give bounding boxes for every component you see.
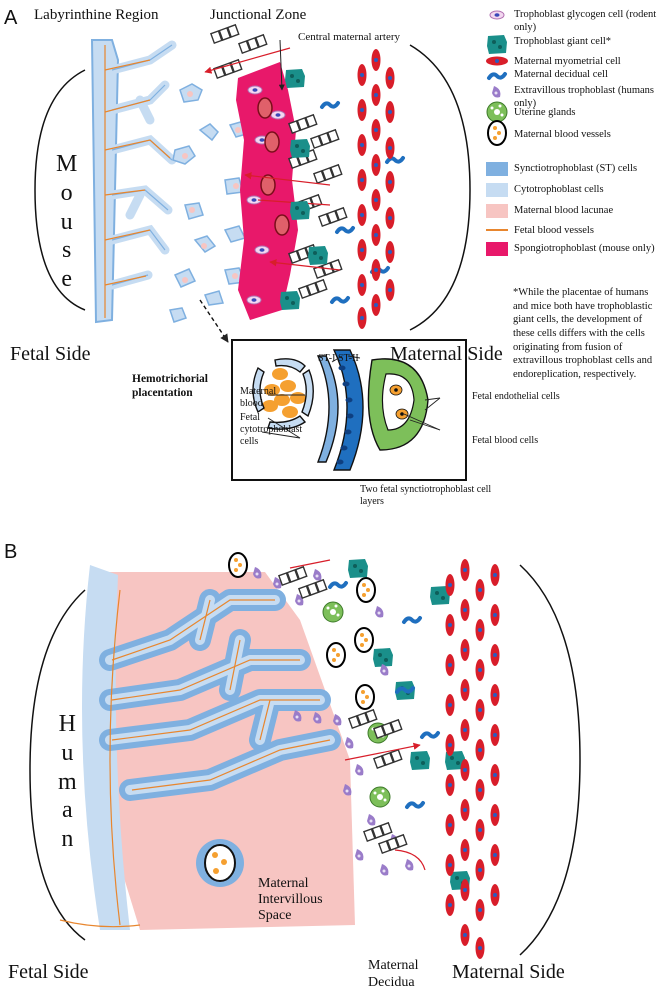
legend-label: Maternal decidual cell <box>514 69 608 80</box>
legend-item-ct-swatch: Cytotrophoblast cells <box>514 183 664 196</box>
st-ii-label: ST-II <box>338 353 359 364</box>
st-i-label: ST-I <box>318 353 336 364</box>
fetal-blood-cells-label: Fetal blood cells <box>472 435 539 446</box>
inset-title: Hemotrichorial placentation <box>132 373 209 400</box>
legend-label: Extravillous trophoblast (humans only) <box>514 85 654 110</box>
species-letter: H <box>58 711 76 737</box>
legend-label: Trophoblast glycogen cell (rodent only) <box>514 9 657 34</box>
legend-item-st-swatch: Synctiotrophoblast (ST) cells <box>514 162 664 175</box>
legend-item-fetal-vessel-line: Fetal blood vessels <box>514 224 664 237</box>
legend-item-decidual-cell: Maternal decidual cell <box>514 68 664 81</box>
junctional-zone-label: Junctional Zone <box>210 7 307 23</box>
species-letter: u <box>61 739 74 766</box>
panel-b-artwork <box>29 552 581 959</box>
panel-b-letter: B <box>4 541 18 563</box>
maternal-blood-label: Maternal blood <box>240 386 277 409</box>
species-letter: e <box>61 266 72 293</box>
legend-symbols <box>486 10 508 256</box>
species-letter: o <box>60 179 73 206</box>
legend-label: Maternal myometrial cell <box>514 56 621 67</box>
legend-item-lacunae-swatch: Maternal blood lacunae <box>514 204 664 217</box>
fetal-side-label-a: Fetal Side <box>10 343 91 365</box>
fetal-side-label-b: Fetal Side <box>8 961 89 983</box>
legend-label: Spongiotrophoblast (mouse only) <box>514 243 655 254</box>
legend-item-evt: Extravillous trophoblast (humans only) <box>514 84 664 111</box>
legend-item-myometrial-cell: Maternal myometrial cell <box>514 55 664 68</box>
legend-label: Fetal blood vessels <box>514 225 594 236</box>
panel-a-letter: A <box>4 7 18 29</box>
legend-label: Trophoblast giant cell* <box>514 36 612 47</box>
labyrinthine-region-label: Labyrinthine Region <box>34 7 159 23</box>
species-letter: u <box>60 208 73 235</box>
legend-item-uterine-gland: Uterine glands <box>514 106 664 119</box>
legend-label: Cytotrophoblast cells <box>514 184 604 195</box>
fetal-cytotrophoblast-label: Fetal cytotrophoblast cells <box>240 412 303 447</box>
maternal-side-label-b: Maternal Side <box>452 961 565 983</box>
legend-item-glycogen-cell: Trophoblast glycogen cell (rodent only) <box>514 8 664 35</box>
species-letter: M <box>56 151 78 177</box>
species-letter: a <box>62 797 73 824</box>
legend-label: Synctiotrophoblast (ST) cells <box>514 163 638 174</box>
legend-label: Uterine glands <box>514 107 576 118</box>
maternal-side-label-a: Maternal Side <box>390 343 503 365</box>
footnote: *While the placentae of humans and mice … <box>513 287 653 380</box>
legend-label: Maternal blood vessels <box>514 129 611 140</box>
panel-a-artwork <box>34 24 471 481</box>
legend-item-giant-cell: Trophoblast giant cell* <box>514 35 664 48</box>
maternal-decidua-label: Maternal Decidua <box>368 958 419 990</box>
legend-label: Maternal blood lacunae <box>514 205 614 216</box>
species-letter: n <box>61 826 74 853</box>
intervillous-space-label: Maternal Intervillous Space <box>258 876 323 924</box>
legend-item-maternal-vessel: Maternal blood vessels <box>514 128 664 141</box>
two-st-layers-label: Two fetal synctiotrophoblast cell layers <box>360 484 492 507</box>
species-letter: m <box>58 768 77 795</box>
central-maternal-artery-label: Central maternal artery <box>298 31 401 43</box>
legend-item-spongio-swatch: Spongiotrophoblast (mouse only) <box>514 242 664 255</box>
species-letter: s <box>62 237 72 264</box>
fetal-endothelial-label: Fetal endothelial cells <box>472 391 560 402</box>
